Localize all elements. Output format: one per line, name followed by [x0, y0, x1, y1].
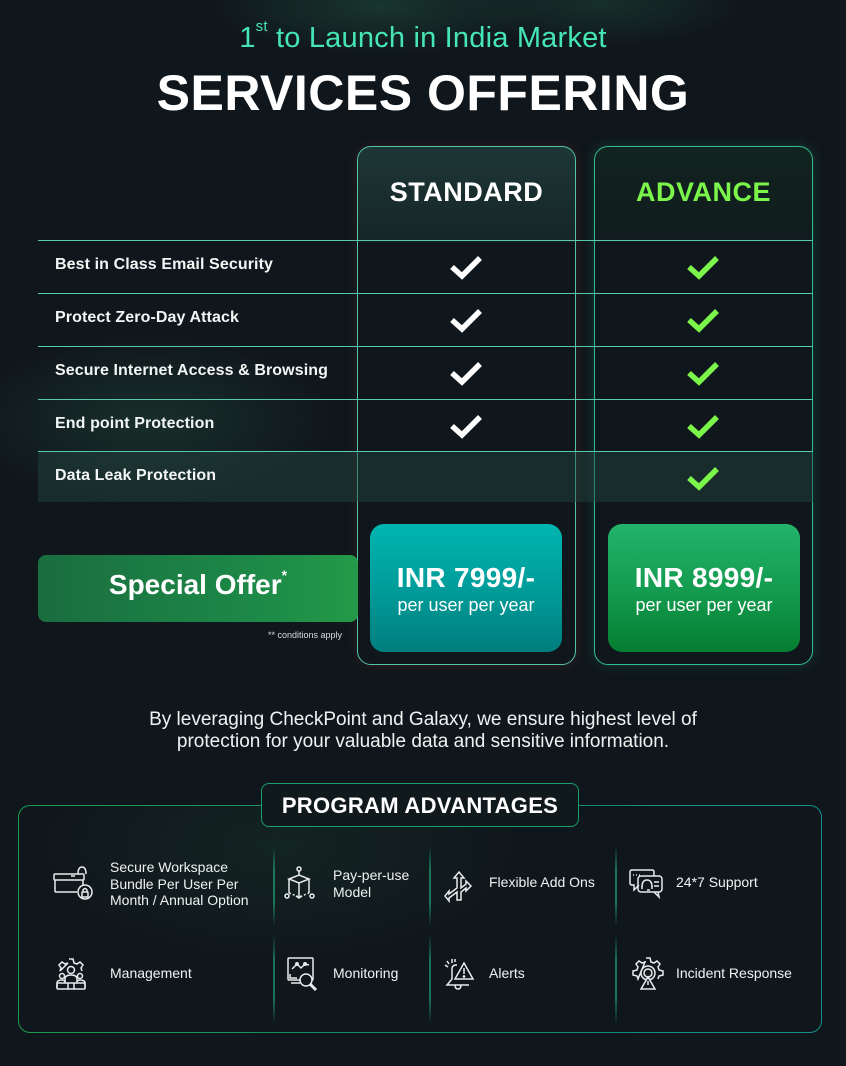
subtitle-text: to Launch in India Market	[267, 22, 607, 54]
advantage-label: Flexible Add Ons	[489, 874, 595, 890]
support-chat-icon	[629, 869, 663, 900]
incident-gear-icon	[632, 957, 664, 990]
feature-label: Best in Class Email Security	[55, 256, 274, 273]
tagline-line-2: protection for your valuable data and se…	[176, 731, 670, 752]
check-icon-standard	[450, 415, 482, 439]
panel-glow	[19, 806, 821, 1032]
price-period-advance: per user per year	[635, 595, 773, 615]
feature-label: Protect Zero-Day Attack	[55, 309, 239, 326]
plan-name-standard: STANDARD	[389, 177, 544, 207]
check-icon-advance	[687, 256, 719, 280]
grid-divider	[615, 846, 617, 926]
advantage-label: Management	[110, 965, 192, 981]
feature-row: Protect Zero-Day Attack	[38, 293, 813, 346]
feature-label: Data Leak Protection	[55, 467, 217, 484]
check-icon-advance	[687, 467, 719, 491]
check-icon-standard	[450, 362, 482, 386]
tagline-line-1: By leveraging CheckPoint and Galaxy, we …	[149, 709, 697, 730]
advantage-label: 24*7 Support	[676, 874, 758, 890]
special-offer-banner: Special Offer*	[38, 555, 358, 622]
monitoring-magnifier-icon	[287, 957, 318, 992]
feature-label: End point Protection	[55, 415, 215, 432]
check-icon-standard	[450, 256, 482, 280]
feature-row: End point Protection	[38, 399, 813, 452]
conditions-note: ** conditions apply	[268, 630, 343, 640]
cube-network-icon	[284, 866, 315, 899]
grid-divider	[429, 846, 431, 926]
advantage-label: Secure Workspace Bundle Per User Per Mon…	[110, 859, 249, 908]
page-title: SERVICES OFFERING	[156, 65, 690, 121]
alert-bell-icon	[444, 959, 475, 990]
special-offer-asterisk: *	[281, 567, 288, 583]
split-arrows-icon	[444, 870, 473, 904]
tagline: By leveraging CheckPoint and Galaxy, we …	[0, 709, 846, 753]
check-icon-advance	[687, 415, 719, 439]
check-icon-advance	[687, 309, 719, 333]
subtitle-ordinal: 1	[239, 22, 256, 54]
special-offer-text: Special Offer	[108, 569, 282, 600]
advantage-label: Incident Response	[676, 965, 792, 981]
secure-workspace-icon	[53, 866, 93, 900]
management-gear-people-icon	[56, 958, 86, 990]
advantage-label: Monitoring	[333, 965, 399, 981]
check-icon-standard	[450, 309, 482, 333]
plan-name-advance: ADVANCE	[635, 177, 771, 207]
program-advantages-panel: Secure Workspace Bundle Per User Per Mon…	[18, 805, 822, 1033]
subtitle-ordinal-suffix: st	[255, 18, 268, 35]
feature-row: Secure Internet Access & Browsing	[38, 346, 813, 399]
price-box-advance[interactable]: INR 8999/- per user per year	[608, 524, 800, 652]
feature-row: Data Leak Protection	[38, 451, 813, 502]
subtitle: 1st to Launch in India Market	[0, 19, 846, 55]
feature-row: Best in Class Email Security	[38, 240, 813, 293]
feature-label: Secure Internet Access & Browsing	[55, 362, 329, 379]
program-advantages-heading-box: PROGRAM ADVANTAGES	[261, 783, 579, 827]
advantage-label: Alerts	[489, 965, 525, 981]
price-amount-standard: INR 7999/-	[396, 562, 536, 593]
price-period-standard: per user per year	[397, 595, 535, 615]
grid-divider	[273, 934, 275, 1024]
grid-divider	[273, 846, 275, 926]
advantage-label: Pay-per-use Model	[333, 867, 410, 900]
price-box-standard[interactable]: INR 7999/- per user per year	[370, 524, 562, 652]
program-advantages-title: PROGRAM ADVANTAGES	[281, 793, 559, 818]
grid-divider	[429, 934, 431, 1024]
price-amount-advance: INR 8999/-	[634, 562, 774, 593]
check-icon-advance	[687, 362, 719, 386]
special-offer-label: Special Offer*	[38, 567, 358, 601]
grid-divider	[615, 934, 617, 1024]
